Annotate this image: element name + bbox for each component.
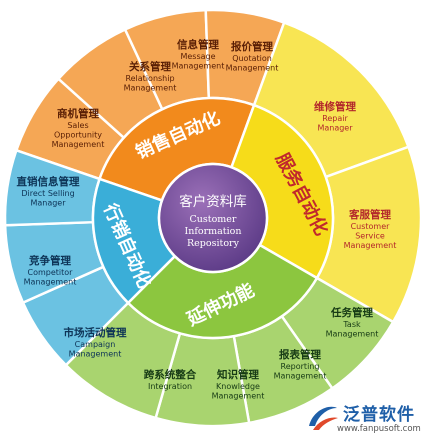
module-subtitle-line: Message — [180, 52, 215, 61]
module-subtitle-line: Management — [344, 241, 397, 250]
module-title: 跨系统整合 — [144, 368, 197, 381]
module-subtitle-line: Integration — [148, 382, 192, 391]
module-subtitle-line: Opportunity — [54, 131, 102, 140]
module-title: 维修管理 — [314, 100, 356, 113]
module-subtitle-line: Management — [124, 84, 177, 93]
module-subtitle-line: Manager — [317, 124, 353, 133]
module-subtitle-line: Service — [355, 232, 385, 241]
module-subtitle-line: Management — [24, 278, 77, 287]
center-subtitle-line: Customer — [190, 214, 237, 225]
module-subtitle-line: Management — [226, 64, 279, 73]
module-subtitle-line: Reporting — [281, 362, 320, 371]
logo-name: 泛普软件 — [343, 405, 415, 425]
module-subtitle-line: Relationship — [125, 74, 174, 83]
module-subtitle-line: Quotation — [232, 54, 272, 63]
module-subtitle-line: Repair — [322, 114, 348, 123]
center-hub — [157, 162, 269, 274]
module-subtitle-line: Direct Selling — [21, 189, 74, 198]
module-title: 商机管理 — [57, 107, 99, 120]
module-title: 关系管理 — [129, 60, 171, 73]
module-title: 信息管理 — [177, 38, 219, 51]
module-subtitle-line: Task — [342, 320, 361, 329]
logo-icon — [309, 406, 338, 430]
module-subtitle-line: Campaign — [75, 340, 116, 349]
module-title: 知识管理 — [217, 368, 259, 381]
module-subtitle-line: Management — [172, 62, 225, 71]
module-subtitle-line: Manager — [30, 199, 66, 208]
module-title: 市场活动管理 — [64, 326, 127, 339]
center-title: 客户资料库 — [179, 193, 247, 210]
module-subtitle-line: Management — [69, 350, 122, 359]
module-title: 竞争管理 — [29, 254, 71, 267]
center-subtitle-line: Information — [184, 226, 241, 237]
center-subtitle-line: Repository — [187, 238, 240, 249]
module-title: 客服管理 — [348, 208, 391, 221]
module-subtitle-line: Management — [326, 330, 379, 339]
module-title: 报表管理 — [279, 348, 321, 361]
module-title: 报价管理 — [231, 40, 273, 53]
module-subtitle-line: Customer — [351, 222, 391, 231]
module-title: 直销信息管理 — [17, 175, 80, 188]
module-subtitle-line: Management — [274, 372, 327, 381]
module-subtitle-line: Sales — [67, 121, 88, 130]
module-title: 任务管理 — [330, 306, 373, 319]
logo-url: www.fanpusoft.com — [337, 424, 421, 434]
module-subtitle-line: Management — [52, 140, 105, 149]
company-logo: 泛普软件 www.fanpusoft.com — [305, 398, 430, 440]
module-subtitle-line: Knowledge — [216, 382, 260, 391]
module-subtitle-line: Management — [212, 392, 265, 401]
module-subtitle-line: Competitor — [28, 268, 74, 277]
